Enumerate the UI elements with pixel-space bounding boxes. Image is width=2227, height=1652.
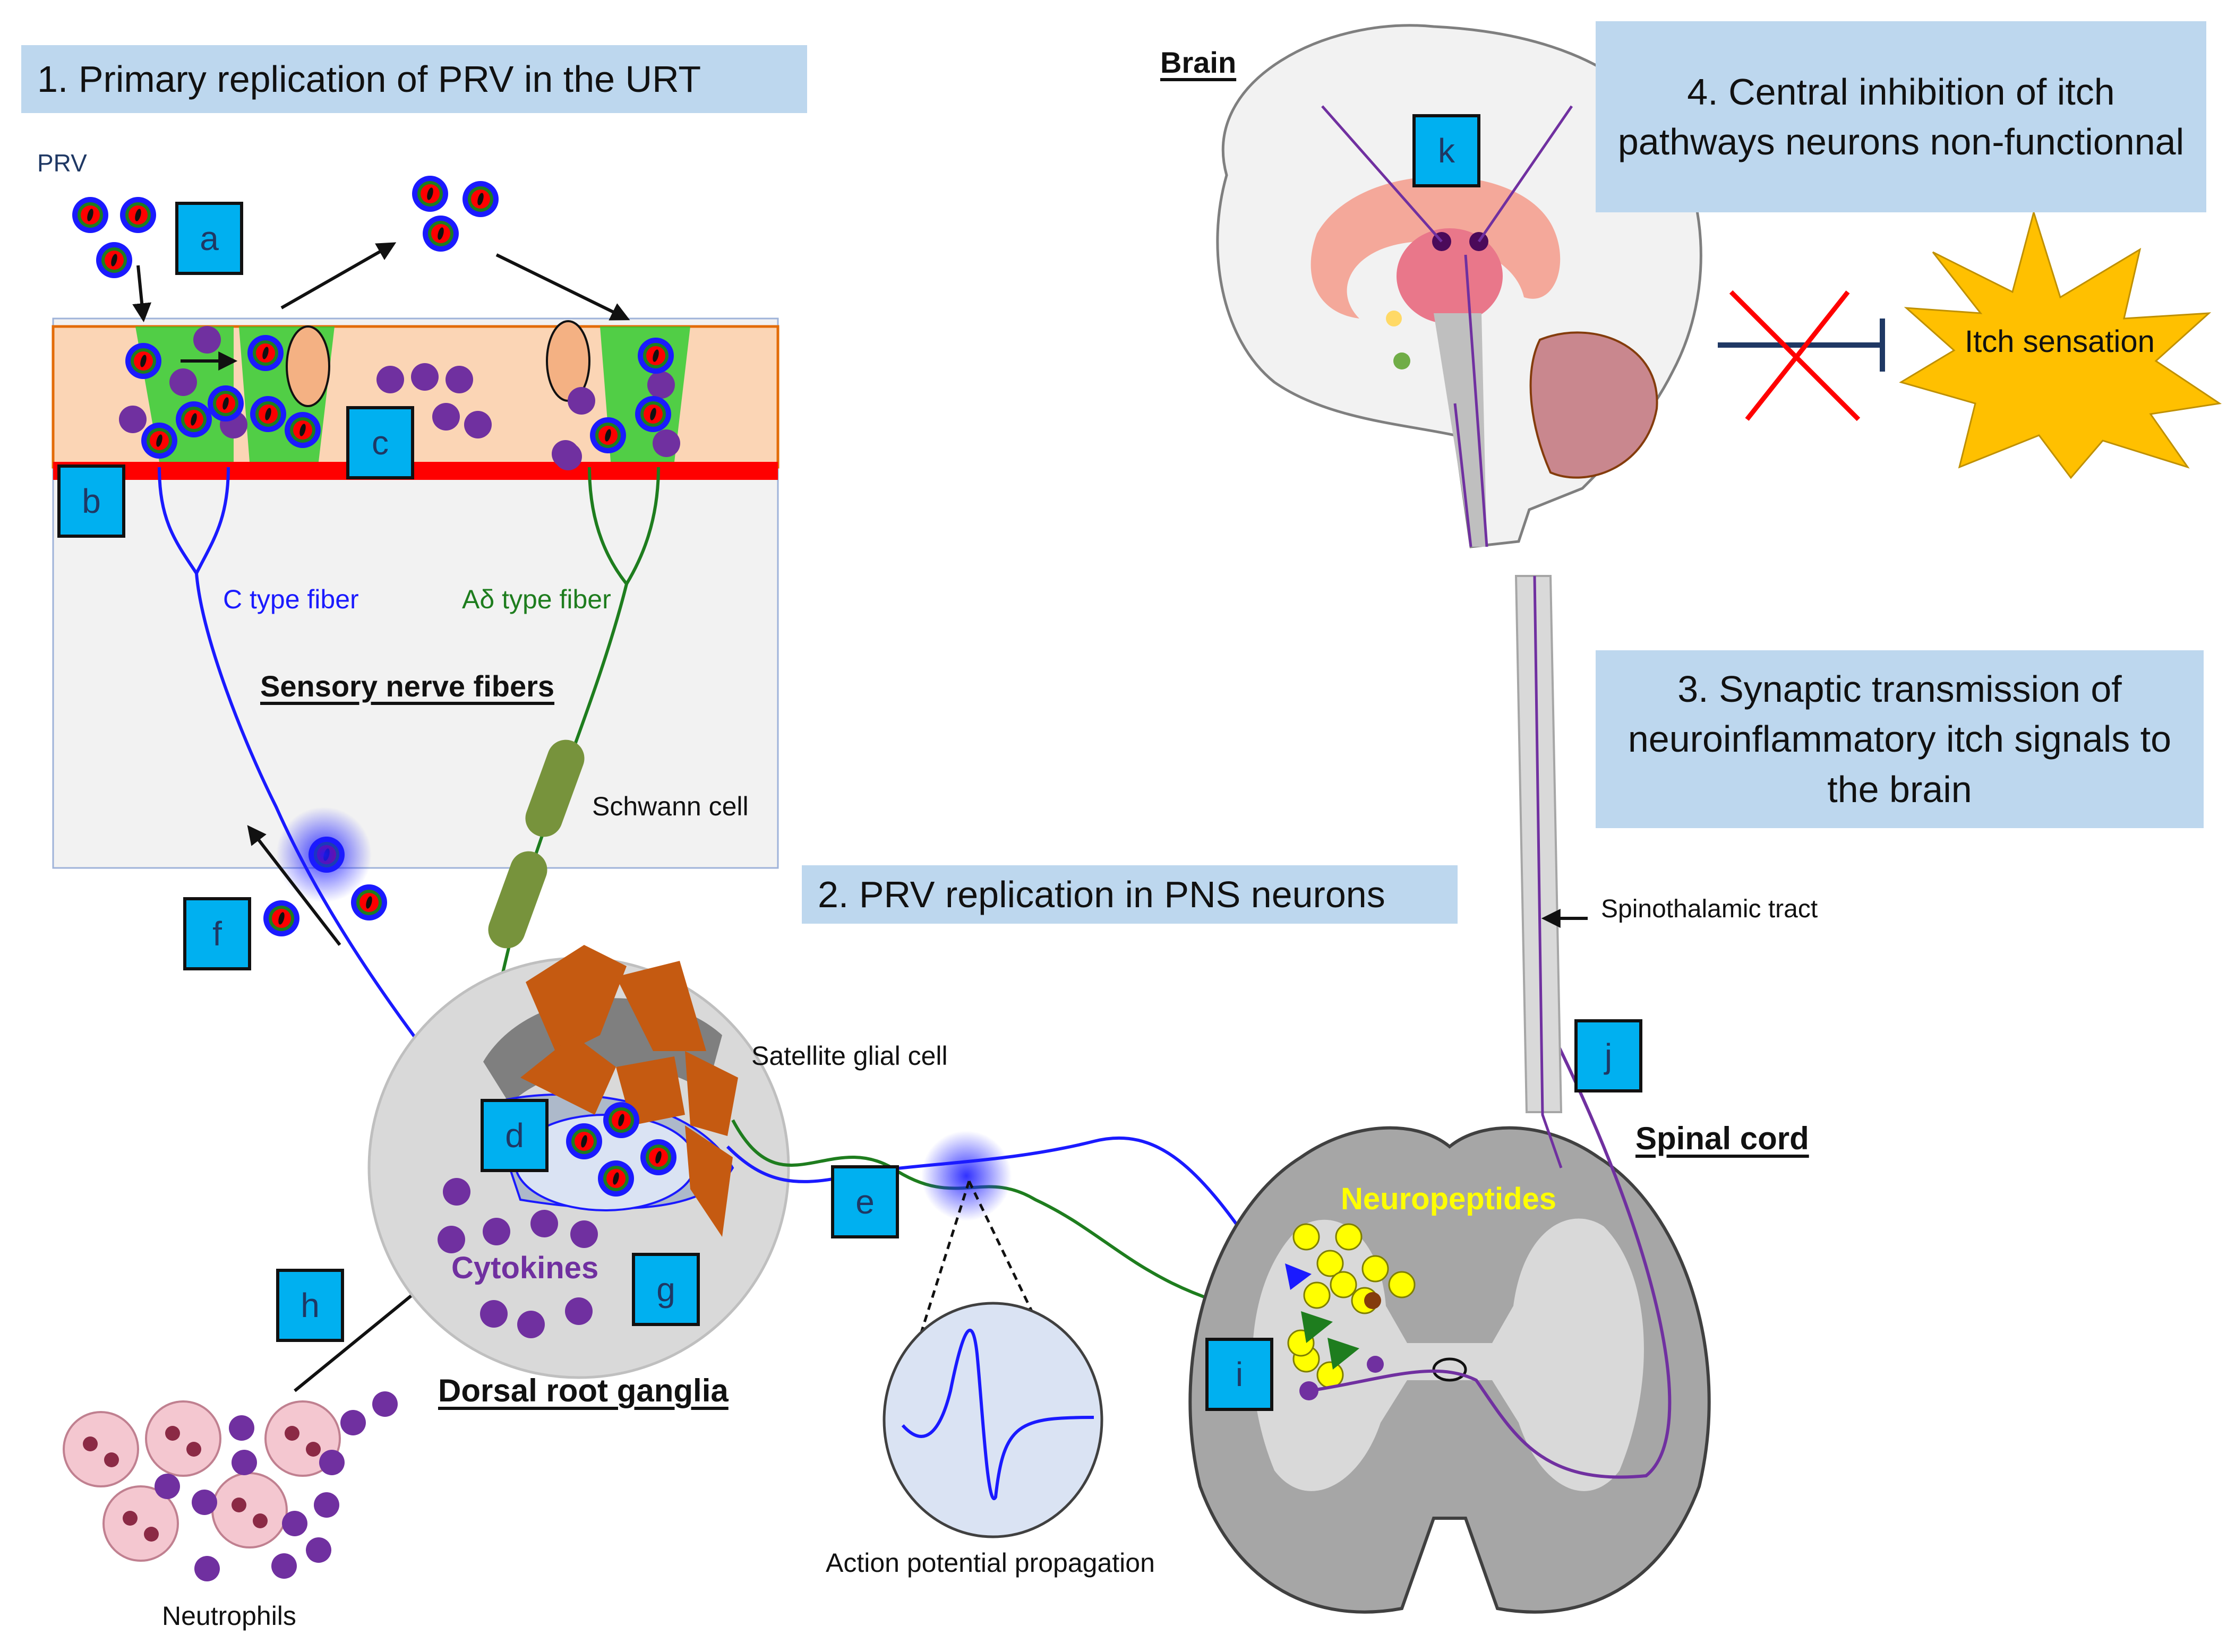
- neuropeptides-label: Neuropeptides: [1341, 1182, 1557, 1216]
- spinothalamic-fiber: [1308, 1008, 1672, 1479]
- stage-1-box: 1. Primary replication of PRV in the URT: [21, 45, 807, 113]
- ad-fiber-label: Aδ type fiber: [462, 584, 611, 614]
- satellite-glial-cells: [520, 945, 738, 1237]
- cytokines-label: Cytokines: [451, 1251, 599, 1285]
- dorsal-root-ganglion: [367, 945, 790, 1379]
- zoom-lines: [920, 1180, 1042, 1333]
- schwann-cell-icon: [525, 739, 585, 837]
- c-fiber-neuron: [1285, 1263, 1312, 1290]
- action-potential-trace: [901, 1329, 1094, 1500]
- action-potential-label: Action potential propagation: [826, 1548, 1155, 1578]
- ad-fiber-neuron: [1301, 1311, 1359, 1370]
- marker-g: g: [632, 1253, 700, 1326]
- marker-d: d: [481, 1099, 549, 1172]
- neutrophil-icon: [63, 1411, 139, 1487]
- urt-tissue-panel: [52, 317, 780, 869]
- neutrophils-label: Neutrophils: [162, 1601, 296, 1631]
- epithelium-cytokines: [119, 326, 680, 470]
- spread-arrows: [132, 242, 630, 1392]
- prv-label: PRV: [37, 149, 87, 177]
- spinal-cord-label: Spinal cord: [1635, 1121, 1809, 1156]
- satellite-glial-cell-label: Satellite glial cell: [751, 1041, 948, 1071]
- marker-h: h: [276, 1269, 344, 1342]
- itch-sensation-label: Itch sensation: [1965, 324, 2155, 359]
- schwann-cell-label: Schwann cell: [592, 791, 749, 821]
- brain-label: Brain: [1160, 46, 1237, 79]
- dorsal-root-ganglia-label: Dorsal root ganglia: [438, 1373, 729, 1408]
- marker-i: i: [1205, 1338, 1273, 1411]
- marker-c: c: [346, 406, 414, 479]
- neuropeptide-vesicles: [1287, 1223, 1416, 1389]
- itch-sensation-star: [1899, 209, 2222, 479]
- drg-cytokines: [438, 1178, 598, 1338]
- spinothalamic-tract-label: Spinothalamic tract: [1601, 895, 1818, 923]
- stage-2-box: 2. PRV replication in PNS neurons: [802, 865, 1458, 924]
- c-type-fiber: [158, 467, 464, 1100]
- stage-3-title: 3. Synaptic transmission of neuroinflamm…: [1628, 668, 2172, 810]
- action-potential-inset: [883, 1302, 1103, 1538]
- marker-f: f: [183, 897, 251, 970]
- action-potential-glow: [921, 1131, 1012, 1221]
- marker-b: b: [57, 464, 125, 538]
- neutrophil-icon: [145, 1400, 221, 1477]
- virion-glow: [276, 807, 372, 902]
- marker-e: e: [831, 1165, 899, 1238]
- stage-2-title: 2. PRV replication in PNS neurons: [818, 873, 1385, 915]
- neutrophil-icon: [211, 1472, 288, 1548]
- brain-illustration: [1216, 24, 1702, 548]
- schwann-cell-icon: [488, 851, 547, 949]
- marker-k: k: [1412, 114, 1480, 187]
- spinal-cord-section: [1188, 1008, 1711, 1614]
- c-fiber-label: C type fiber: [223, 584, 359, 614]
- neutrophils-group: [63, 1391, 398, 1581]
- marker-j: j: [1574, 1019, 1642, 1092]
- stage-1-title: 1. Primary replication of PRV in the URT: [37, 58, 701, 100]
- stage-4-box: 4. Central inhibition of itch pathways n…: [1596, 21, 2206, 212]
- neutrophil-icon: [102, 1485, 179, 1562]
- marker-a: a: [175, 202, 243, 275]
- cerebellum: [1529, 331, 1658, 479]
- stage-3-box: 3. Synaptic transmission of neuroinflamm…: [1596, 650, 2204, 828]
- ad-fiber-central: [731, 1119, 1275, 1318]
- goblet-cell: [286, 325, 330, 407]
- sensory-nerve-fibers-label: Sensory nerve fibers: [260, 669, 555, 703]
- basement-membrane: [53, 462, 778, 480]
- stage-4-title: 4. Central inhibition of itch pathways n…: [1617, 71, 2185, 163]
